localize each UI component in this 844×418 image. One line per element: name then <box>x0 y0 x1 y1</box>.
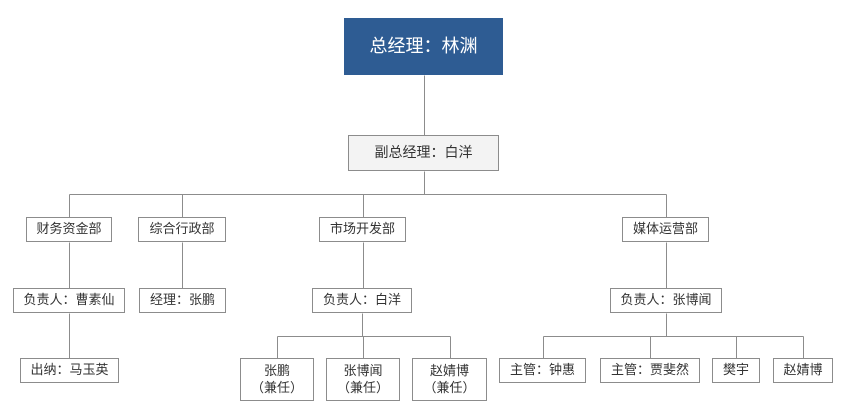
market-head-label: 负责人：白洋 <box>322 293 401 308</box>
market-staff-name: 张博闻 <box>343 363 383 379</box>
department-media-node: 媒体运营部 <box>622 217 709 242</box>
finance-cashier-label: 出纳：马玉英 <box>30 363 109 378</box>
media-staff-label: 主管：钟惠 <box>509 363 575 378</box>
market-staff-note: （兼任） <box>336 380 389 396</box>
media-head-node: 负责人：张博闻 <box>610 288 722 313</box>
admin-head-label: 经理：张鹏 <box>149 293 215 308</box>
general-manager-label: 总经理：林渊 <box>369 36 478 57</box>
market-staff-name: 张鹏 <box>263 363 290 379</box>
finance-head-label: 负责人：曹素仙 <box>23 293 115 308</box>
market-staff-name: 赵婧博 <box>429 363 469 379</box>
finance-head-node: 负责人：曹素仙 <box>13 288 125 313</box>
deputy-general-manager-node: 副总经理：白洋 <box>348 135 499 171</box>
market-staff-node: 赵婧博 （兼任） <box>412 358 487 401</box>
media-staff-label: 主管：贾斐然 <box>610 363 689 378</box>
market-staff-note: （兼任） <box>423 380 476 396</box>
market-staff-note: （兼任） <box>250 380 303 396</box>
market-head-node: 负责人：白洋 <box>312 288 412 313</box>
media-staff-label: 赵婧博 <box>783 363 823 378</box>
department-market-label: 市场开发部 <box>329 222 395 237</box>
general-manager-node: 总经理：林渊 <box>344 18 503 75</box>
department-admin-label: 综合行政部 <box>149 222 215 237</box>
department-admin-node: 综合行政部 <box>138 217 226 242</box>
media-staff-node: 樊宇 <box>712 358 760 383</box>
department-finance-label: 财务资金部 <box>36 222 102 237</box>
media-staff-node: 赵婧博 <box>773 358 833 383</box>
media-staff-label: 樊宇 <box>722 363 749 378</box>
department-media-label: 媒体运营部 <box>632 222 698 237</box>
market-staff-node: 张博闻 （兼任） <box>326 358 400 401</box>
department-market-node: 市场开发部 <box>319 217 406 242</box>
media-staff-node: 主管：贾斐然 <box>600 358 700 383</box>
market-staff-node: 张鹏 （兼任） <box>240 358 314 401</box>
department-finance-node: 财务资金部 <box>26 217 112 242</box>
deputy-general-manager-label: 副总经理：白洋 <box>374 144 473 161</box>
admin-head-node: 经理：张鹏 <box>139 288 226 313</box>
media-staff-node: 主管：钟惠 <box>499 358 586 383</box>
finance-cashier-node: 出纳：马玉英 <box>20 358 119 383</box>
media-head-label: 负责人：张博闻 <box>620 293 712 308</box>
